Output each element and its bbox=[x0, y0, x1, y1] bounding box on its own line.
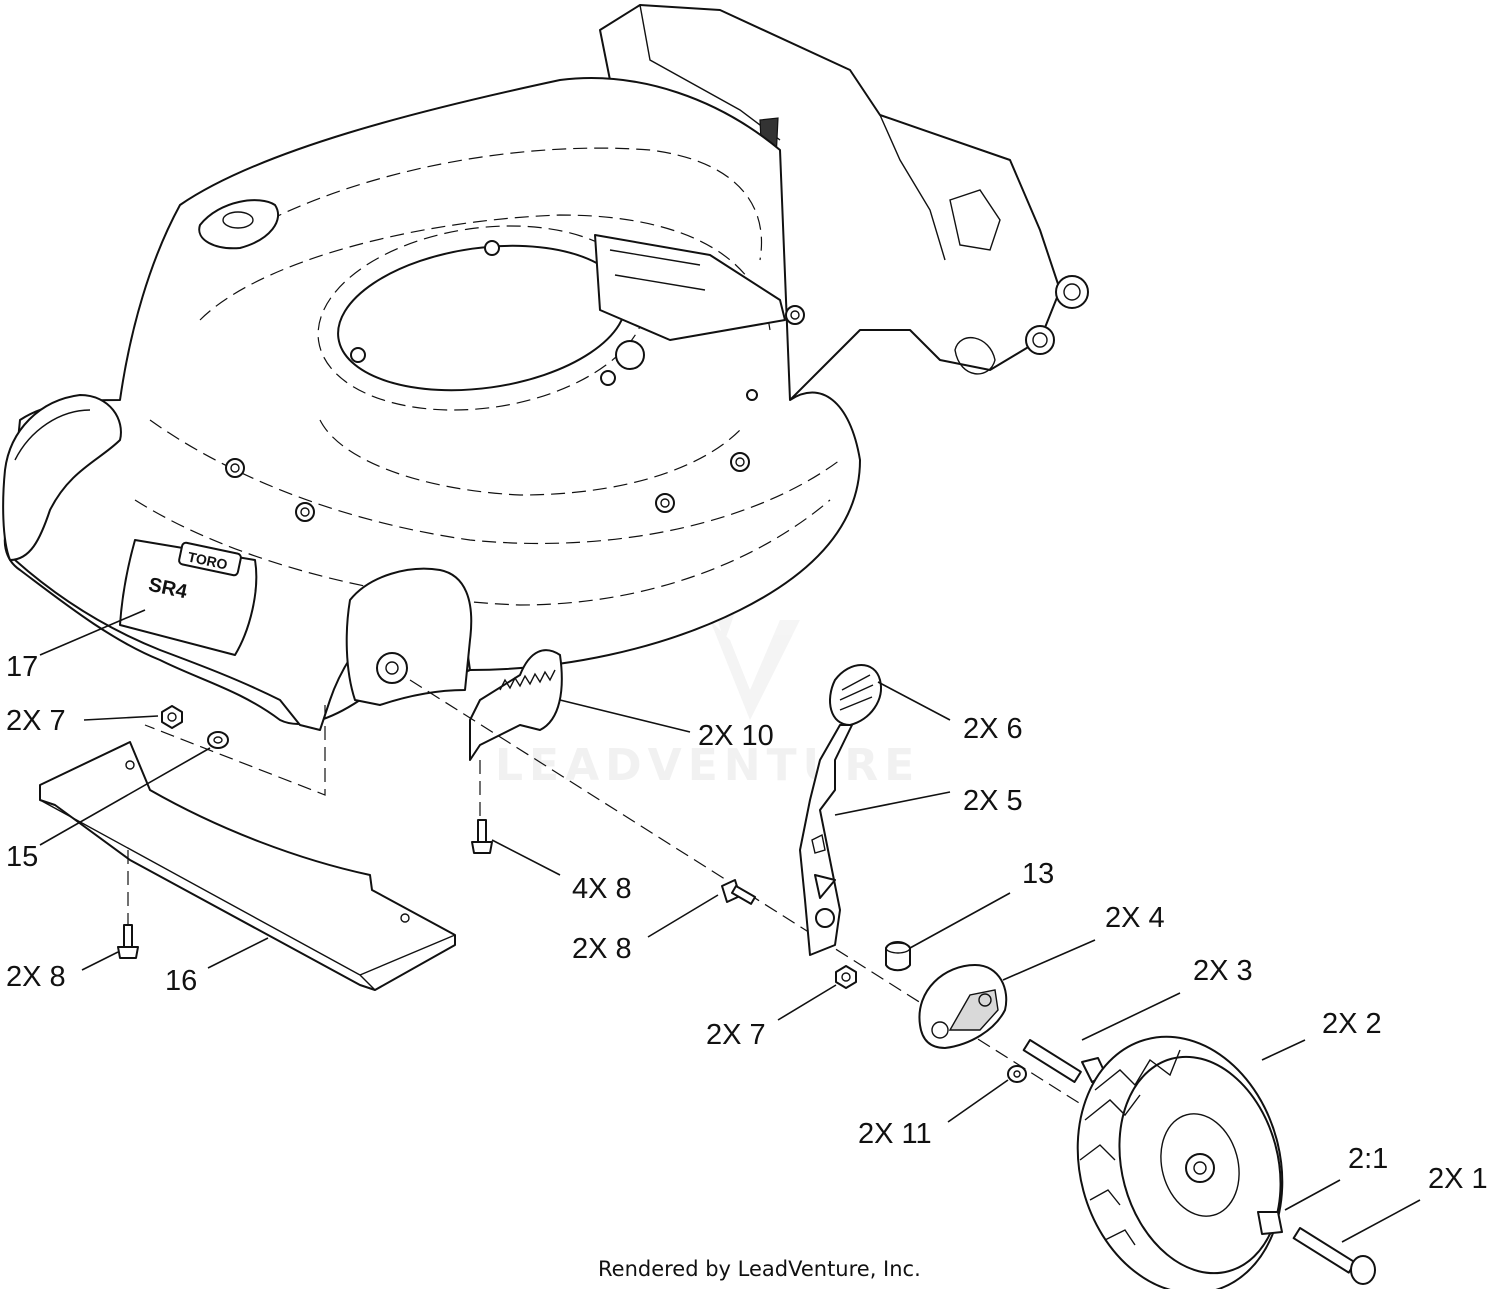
mower-deck: TORO SR4 bbox=[2, 4, 1089, 796]
callout-2x3: 2X 3 bbox=[1193, 955, 1253, 987]
part-6-handle-grip bbox=[829, 664, 882, 726]
nut-2x7-left bbox=[161, 705, 183, 729]
part-10-height-bracket bbox=[469, 649, 563, 820]
part-16-baffle bbox=[39, 741, 456, 991]
callout-2x11: 2X 11 bbox=[858, 1118, 932, 1150]
callout-17: 17 bbox=[6, 651, 38, 683]
bolt-2x8-right bbox=[721, 879, 757, 905]
callout-2x6: 2X 6 bbox=[963, 713, 1023, 745]
callout-2x7-right: 2X 7 bbox=[706, 1019, 766, 1051]
callout-4x8: 4X 8 bbox=[572, 873, 632, 905]
nut-2x7-right bbox=[835, 965, 857, 989]
callout-13: 13 bbox=[1022, 858, 1054, 890]
bolt-2x1 bbox=[1292, 1227, 1376, 1285]
bushing-2to1 bbox=[1257, 1211, 1283, 1235]
render-credit: Rendered by LeadVenture, Inc. bbox=[598, 1257, 921, 1281]
callout-2x5: 2X 5 bbox=[963, 785, 1023, 817]
bolt-2x8-left bbox=[117, 924, 139, 959]
callout-2x2: 2X 2 bbox=[1322, 1008, 1382, 1040]
callout-labels: 17 2X 7 15 2X 8 16 4X 8 2X 10 2X 6 2X 5 … bbox=[6, 651, 1488, 1195]
spacer-13 bbox=[885, 941, 911, 972]
part-2-wheel bbox=[1076, 1035, 1284, 1289]
leader-lines bbox=[39, 609, 1421, 1243]
callout-2to1: 2:1 bbox=[1348, 1143, 1388, 1175]
callout-2x10: 2X 10 bbox=[698, 720, 774, 752]
callout-2x7-left: 2X 7 bbox=[6, 705, 66, 737]
callout-2x8-left: 2X 8 bbox=[6, 961, 66, 993]
part-5-height-lever bbox=[799, 724, 853, 956]
watermark-text: LEADVENTURE bbox=[495, 740, 920, 791]
callout-16: 16 bbox=[165, 965, 197, 997]
callout-15: 15 bbox=[6, 841, 38, 873]
callout-2x4: 2X 4 bbox=[1105, 902, 1165, 934]
bolt-4x8 bbox=[471, 819, 493, 854]
callout-2x1: 2X 1 bbox=[1428, 1163, 1488, 1195]
part-4-wheel-bracket bbox=[918, 964, 1008, 1049]
deck-bolt-heads bbox=[225, 240, 805, 522]
callout-2x8-right: 2X 8 bbox=[572, 933, 632, 965]
washer-2x11 bbox=[1007, 1065, 1027, 1083]
washer-15 bbox=[207, 731, 229, 749]
